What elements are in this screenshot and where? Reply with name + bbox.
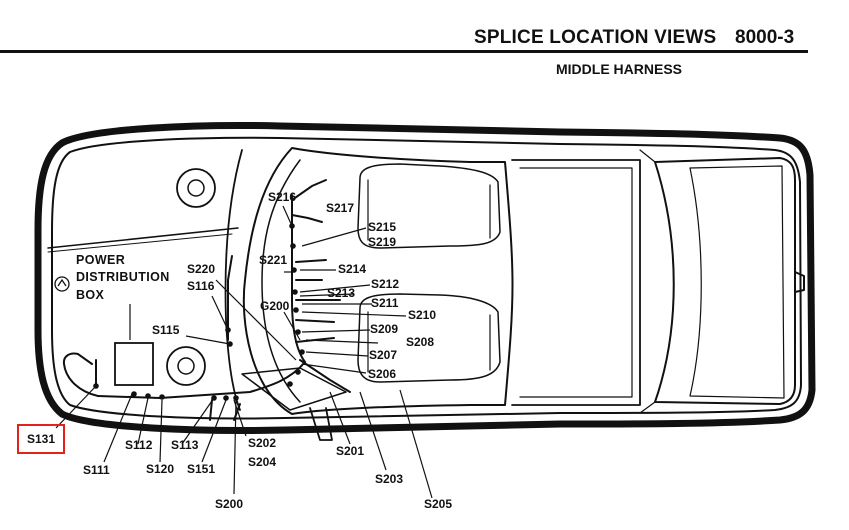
label-s202: S202 bbox=[248, 436, 276, 450]
splice-dot bbox=[131, 391, 137, 397]
label-s209: S209 bbox=[370, 322, 398, 336]
seat-right bbox=[357, 293, 501, 383]
label-s115: S115 bbox=[152, 323, 180, 337]
page-subtitle: MIDDLE HARNESS bbox=[556, 61, 683, 77]
label-s219: S219 bbox=[368, 235, 396, 249]
label-s214: S214 bbox=[338, 262, 366, 276]
pdb-label-line3: BOX bbox=[76, 288, 105, 302]
hood-line bbox=[47, 227, 239, 249]
rear-window bbox=[654, 157, 796, 405]
label-s200: S200 bbox=[215, 497, 243, 511]
power-distribution-box bbox=[114, 342, 154, 386]
label-s216: S216 bbox=[268, 190, 296, 204]
splice-dot bbox=[293, 307, 299, 313]
label-s220: S220 bbox=[187, 262, 215, 276]
car-inner-outline bbox=[51, 136, 802, 420]
splice-dot bbox=[299, 349, 305, 355]
labels: POWER DISTRIBUTION BOX S216 S217 S215 S2… bbox=[27, 190, 452, 511]
rear-panel-inner bbox=[519, 167, 633, 398]
splice-dot bbox=[290, 243, 296, 249]
label-s113: S113 bbox=[171, 438, 199, 452]
firewall-curve bbox=[224, 149, 243, 411]
splice-dot bbox=[159, 394, 165, 400]
splice-dot bbox=[287, 381, 293, 387]
steering-column bbox=[309, 407, 333, 441]
page-title: SPLICE LOCATION VIEWS bbox=[474, 27, 717, 48]
pdb-symbol bbox=[54, 276, 70, 292]
harness-branch-a bbox=[299, 359, 351, 393]
seat-left-back bbox=[367, 179, 491, 241]
harness-branch-k bbox=[209, 399, 213, 421]
label-s116: S116 bbox=[187, 279, 215, 293]
strut-tower-bottom bbox=[166, 346, 206, 386]
harness-branch-c bbox=[291, 179, 327, 201]
label-s205: S205 bbox=[424, 497, 452, 511]
label-s215: S215 bbox=[368, 220, 396, 234]
splice-dot bbox=[223, 395, 229, 401]
label-s111: S111 bbox=[83, 463, 110, 477]
splice-dot bbox=[295, 369, 301, 375]
car-outer-outline bbox=[34, 122, 816, 434]
pdb-label-line2: DISTRIBUTION bbox=[76, 270, 170, 284]
windshield-outer bbox=[242, 147, 514, 415]
label-s212: S212 bbox=[371, 277, 399, 291]
rear-panel bbox=[511, 159, 641, 406]
tail-marker bbox=[794, 271, 805, 293]
strut-tower-top bbox=[176, 168, 216, 208]
label-s204: S204 bbox=[248, 455, 276, 469]
label-s208: S208 bbox=[406, 335, 434, 349]
page-code: 8000-3 bbox=[735, 27, 795, 48]
hood-line-2 bbox=[47, 233, 233, 253]
harness-wires bbox=[62, 179, 351, 421]
door-seam bbox=[639, 149, 656, 414]
windshield-inner bbox=[261, 159, 301, 403]
label-s203: S203 bbox=[375, 472, 403, 486]
highlight-box-s131 bbox=[17, 424, 65, 454]
label-s112: S112 bbox=[125, 438, 153, 452]
harness-branch-b bbox=[227, 255, 233, 341]
strut-tower-bottom-inner bbox=[177, 357, 195, 375]
harness-branch-e bbox=[295, 259, 327, 263]
pdb-symbol-mark bbox=[57, 278, 67, 287]
seat-left bbox=[357, 163, 501, 249]
splice-dot bbox=[233, 395, 239, 401]
leader-lines bbox=[55, 205, 433, 499]
label-s213: S213 bbox=[327, 286, 355, 300]
harness-branch-d bbox=[291, 214, 323, 223]
label-g200: G200 bbox=[260, 299, 290, 313]
label-s211: S211 bbox=[371, 296, 399, 310]
car-body bbox=[34, 122, 816, 441]
label-s201: S201 bbox=[336, 444, 364, 458]
harness-branch-front bbox=[62, 352, 99, 397]
label-s206: S206 bbox=[368, 367, 396, 381]
label-s210: S210 bbox=[408, 308, 436, 322]
label-s207: S207 bbox=[369, 348, 397, 362]
rear-window-inner bbox=[689, 165, 785, 399]
pdb-label-line1: POWER bbox=[76, 253, 125, 267]
label-s131: S131 bbox=[27, 432, 55, 446]
harness-branch-j bbox=[233, 403, 241, 421]
page-header: SPLICE LOCATION VIEWS 8000-3 MIDDLE HARN… bbox=[0, 0, 849, 90]
splice-dot bbox=[145, 393, 151, 399]
dash-frame bbox=[241, 367, 347, 411]
label-s221: S221 bbox=[259, 253, 287, 267]
label-s217: S217 bbox=[326, 201, 354, 215]
label-s120: S120 bbox=[146, 462, 174, 476]
splice-dot bbox=[292, 289, 298, 295]
harness-branch-h bbox=[295, 319, 335, 323]
header-rule bbox=[0, 50, 808, 53]
strut-tower-top-inner bbox=[187, 179, 205, 197]
label-s151: S151 bbox=[187, 462, 215, 476]
main-harness-trunk bbox=[97, 194, 307, 400]
